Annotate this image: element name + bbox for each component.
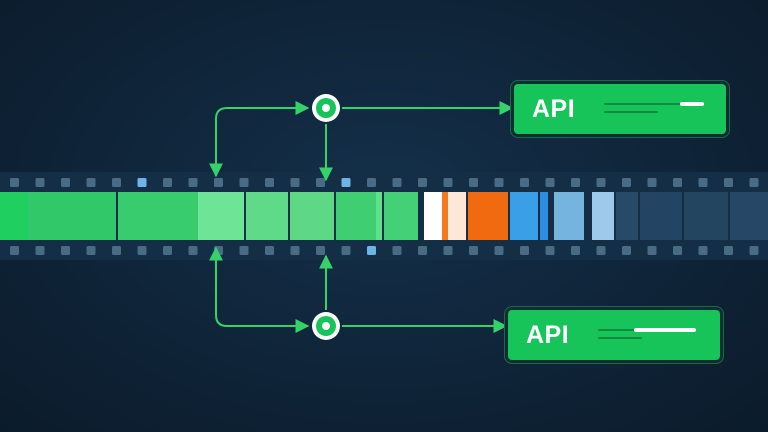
sprocket-hole [571, 178, 580, 187]
frame-blue-2 [540, 192, 548, 240]
sprocket-hole [724, 246, 733, 255]
sprocket-hole [596, 178, 606, 187]
frame-white [424, 192, 442, 240]
sprocket-hole [545, 178, 555, 187]
sprocket-hole [443, 246, 453, 255]
sprocket-hole [265, 246, 274, 255]
top-connectors [209, 101, 514, 182]
arrow-bottom-left-to-node [209, 246, 310, 333]
arrow-top-left-to-node [209, 101, 310, 178]
frame-dark-1 [616, 192, 638, 240]
sprocket-hole [35, 178, 45, 187]
api-card-bottom[interactable]: API [508, 310, 720, 360]
sprocket-hole [112, 246, 121, 255]
frame-green-4 [198, 192, 244, 240]
sprocket-hole [749, 178, 759, 187]
sprocket-hole [622, 246, 631, 255]
frame-blue-1 [510, 192, 538, 240]
frame-blue-4 [592, 192, 614, 240]
sprocket-hole [469, 178, 478, 187]
frame-pale [448, 192, 466, 240]
sprocket-hole [418, 246, 427, 255]
frame-green-5 [246, 192, 288, 240]
sprocket-hole [137, 178, 147, 187]
sprocket-hole [290, 178, 300, 187]
frame-blue-3 [554, 192, 584, 240]
sprocket-hole [188, 246, 198, 255]
frame-green-8 [376, 192, 382, 240]
api-label: API [532, 94, 576, 123]
sprocket-hole [520, 246, 529, 255]
node-bottom [312, 312, 340, 340]
frame-dark-3 [684, 192, 728, 240]
frame-green-9 [384, 192, 418, 240]
film-frames [0, 192, 768, 240]
sprocket-hole [86, 178, 96, 187]
frame-green-7 [336, 192, 376, 240]
sprocket-hole [596, 246, 606, 255]
sprocket-hole [571, 246, 580, 255]
sprocket-hole [367, 246, 376, 255]
sprocket-hole [392, 178, 402, 187]
sprocket-hole [163, 178, 172, 187]
api-label: API [526, 320, 570, 349]
sprocket-hole [214, 178, 223, 187]
sprocket-hole [10, 178, 19, 187]
sprocket-hole [724, 178, 733, 187]
sprocket-hole [520, 178, 529, 187]
sprocket-hole [316, 178, 325, 187]
frame-orange-stripe [442, 192, 448, 240]
api-lines-decor [600, 84, 716, 134]
sprocket-hole [443, 178, 453, 187]
sprocket-hole [647, 246, 657, 255]
sprocket-hole [239, 178, 249, 187]
sprocket-hole [239, 246, 249, 255]
sprocket-hole [316, 246, 325, 255]
sprocket-hole [163, 246, 172, 255]
sprocket-hole [341, 246, 351, 255]
sprocket-hole [698, 246, 708, 255]
sprocket-hole [112, 178, 121, 187]
sprocket-hole [10, 246, 19, 255]
frame-green-6 [290, 192, 334, 240]
sprocket-hole [35, 246, 45, 255]
frame-green-3 [118, 192, 198, 240]
api-lines-decor [594, 310, 710, 360]
frame-dark-4 [730, 192, 768, 240]
sprocket-hole [673, 246, 682, 255]
sprocket-hole [545, 246, 555, 255]
sprocket-hole [137, 246, 147, 255]
sprocket-hole [622, 178, 631, 187]
sprocket-hole [61, 178, 70, 187]
sprocket-hole [469, 246, 478, 255]
sprocket-hole [341, 178, 351, 187]
sprocket-holes-top [10, 178, 759, 187]
sprocket-hole [673, 178, 682, 187]
sprocket-hole [698, 178, 708, 187]
bottom-connectors [209, 246, 508, 333]
node-top [312, 94, 340, 122]
frame-dark-2 [640, 192, 682, 240]
sprocket-hole [418, 178, 427, 187]
sprocket-hole [392, 246, 402, 255]
frame-green-1 [0, 192, 28, 240]
frame-green-2 [28, 192, 116, 240]
frame-orange [468, 192, 508, 240]
sprocket-hole [749, 246, 759, 255]
sprocket-hole [494, 178, 504, 187]
sprocket-hole [494, 246, 504, 255]
sprocket-hole [647, 178, 657, 187]
sprocket-hole [367, 178, 376, 187]
sprocket-hole [61, 246, 70, 255]
sprocket-hole [265, 178, 274, 187]
sprocket-hole [188, 178, 198, 187]
sprocket-hole [290, 246, 300, 255]
sprocket-hole [86, 246, 96, 255]
api-card-top[interactable]: API [514, 84, 726, 134]
